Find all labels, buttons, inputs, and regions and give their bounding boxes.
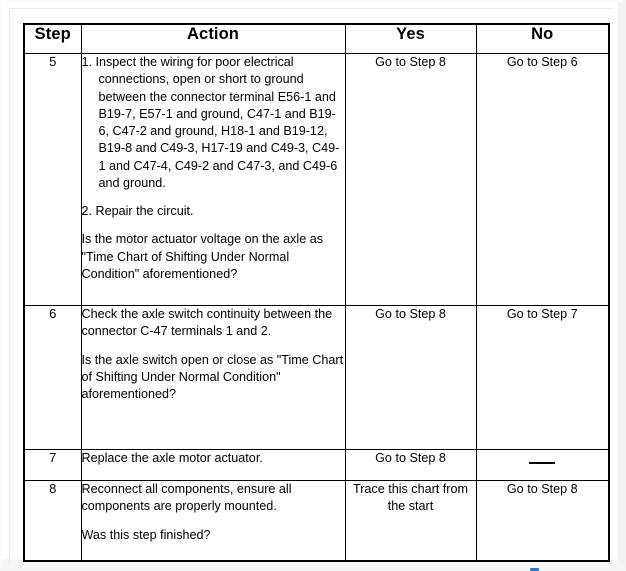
table-row: 8 Reconnect all components, ensure all c… [23, 480, 610, 561]
action-question: Was this step finished? [81, 527, 211, 542]
table-row: 6 Check the axle switch continuity betwe… [23, 305, 610, 450]
action-paragraph: 1. Inspect the wiring for poor electrica… [81, 55, 340, 190]
no-answer-cell: Go to Step 8 [475, 480, 610, 561]
action-paragraph: Replace the axle motor actuator. [81, 451, 263, 465]
step-number-cell: 5 [23, 53, 82, 306]
action-cell: 1. Inspect the wiring for poor electrica… [80, 53, 346, 306]
yes-answer-cell: Go to Step 8 [344, 53, 477, 306]
column-header-yes: Yes [344, 23, 477, 54]
table-body: 5 1. Inspect the wiring for poor electri… [23, 53, 610, 561]
action-cell: Check the axle switch continuity between… [80, 305, 346, 450]
header-row: Step Action Yes No [23, 23, 610, 54]
column-header-no: No [475, 23, 610, 54]
action-question: Is the motor actuator voltage on the axl… [81, 232, 324, 281]
no-answer-cell: Go to Step 6 [475, 53, 610, 306]
table-header: Step Action Yes No [23, 23, 610, 54]
no-answer-cell [475, 449, 610, 481]
action-cell: Replace the axle motor actuator. [80, 449, 346, 481]
table-row: 7 Replace the axle motor actuator. Go to… [23, 449, 610, 481]
step-number-cell: 8 [23, 480, 82, 561]
yes-answer-cell: Go to Step 8 [344, 449, 477, 481]
column-header-step: Step [23, 23, 82, 54]
yes-answer-cell: Go to Step 8 [344, 305, 477, 450]
yes-answer-cell: Trace this chart from the start [344, 480, 477, 561]
step-number-cell: 6 [23, 305, 82, 450]
action-paragraph: Check the axle switch continuity between… [81, 307, 333, 339]
table-row: 5 1. Inspect the wiring for poor electri… [23, 53, 610, 306]
action-paragraph: 2. Repair the circuit. [81, 204, 194, 218]
no-answer-dash [529, 454, 556, 464]
step-number-cell: 7 [23, 449, 82, 481]
diagnostic-flow-chart-table: Step Action Yes No 5 1. Inspect the wiri… [23, 23, 610, 562]
action-question: Is the axle switch open or close as "Tim… [81, 352, 344, 402]
action-paragraph: Reconnect all components, ensure all com… [81, 482, 292, 514]
no-answer-cell: Go to Step 7 [475, 305, 610, 450]
action-cell: Reconnect all components, ensure all com… [80, 480, 346, 561]
column-header-action: Action [80, 23, 346, 54]
